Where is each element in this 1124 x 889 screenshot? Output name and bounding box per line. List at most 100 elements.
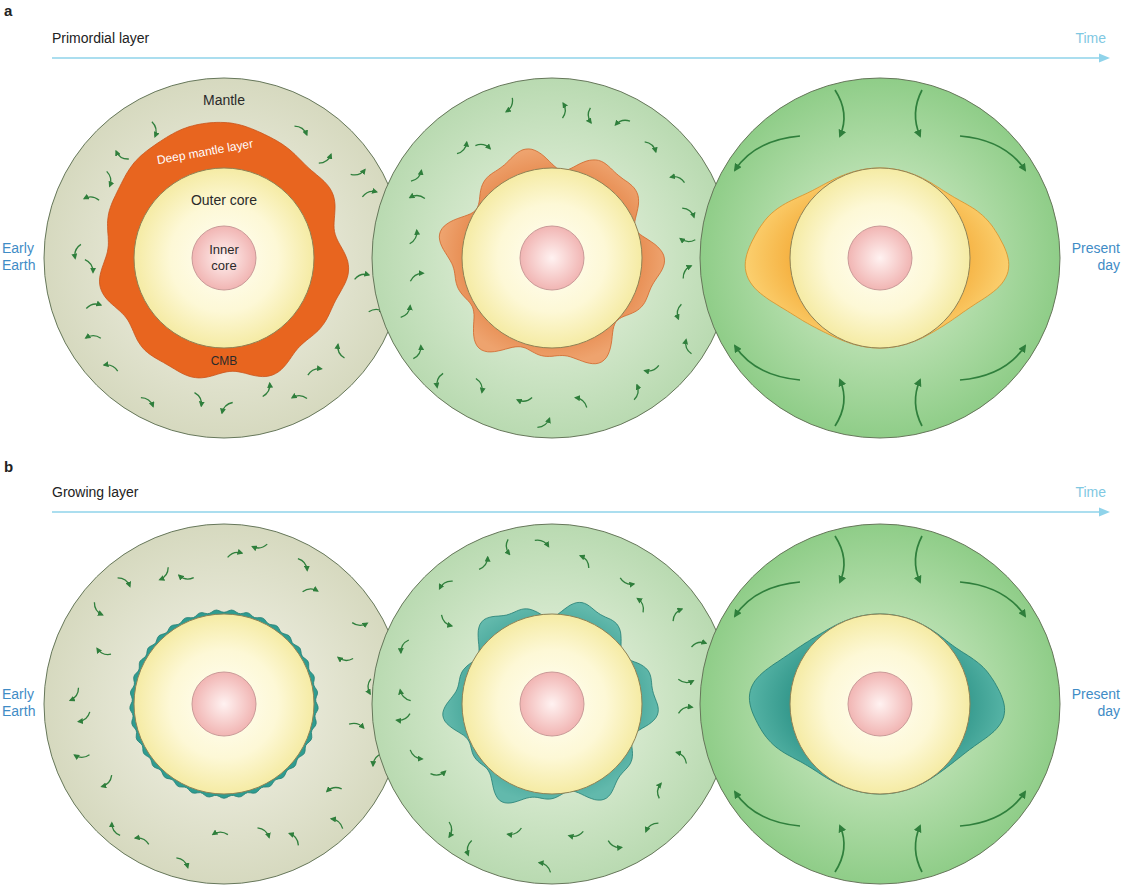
flow-arrow bbox=[437, 373, 443, 387]
stage-label: Present day bbox=[1064, 686, 1120, 720]
flow-arrow bbox=[608, 841, 621, 848]
flow-arrow bbox=[440, 581, 453, 588]
flow-arrow bbox=[646, 823, 659, 831]
outer-core-circle bbox=[462, 614, 642, 794]
flow-arrow bbox=[735, 792, 800, 826]
flow-arrow bbox=[634, 385, 638, 400]
flow-arrow bbox=[97, 649, 111, 655]
flow-arrow bbox=[352, 623, 367, 626]
panel-title: Growing layer bbox=[52, 484, 138, 501]
flow-arrow bbox=[258, 828, 270, 838]
stage-label: Early Earth bbox=[2, 686, 44, 720]
node-label: Outer core bbox=[134, 192, 314, 209]
axis-label: Time bbox=[1050, 30, 1106, 47]
panel-title: Primordial layer bbox=[52, 30, 149, 47]
flow-arrow bbox=[506, 98, 512, 112]
flow-arrow bbox=[338, 658, 353, 661]
flow-arrow bbox=[102, 775, 112, 786]
flow-arrow bbox=[677, 304, 681, 319]
flow-arrow bbox=[85, 260, 93, 273]
flow-arrow bbox=[410, 195, 425, 198]
flow-arrow bbox=[349, 723, 364, 728]
flow-arrow bbox=[467, 840, 471, 855]
flow-arrow bbox=[673, 609, 682, 621]
outer-core-circle bbox=[790, 168, 970, 348]
flow-arrow bbox=[176, 858, 187, 868]
flow-arrow bbox=[537, 418, 549, 427]
flow-arrow bbox=[228, 552, 242, 557]
flow-arrow bbox=[620, 578, 634, 584]
flow-arrow bbox=[539, 863, 550, 873]
flow-arrow bbox=[152, 122, 156, 137]
flow-arrow bbox=[78, 712, 89, 722]
flow-arrow bbox=[213, 832, 228, 835]
flow-arrow bbox=[411, 171, 421, 182]
flow-arrow bbox=[517, 398, 532, 402]
flow-arrow bbox=[298, 559, 307, 571]
flow-arrow bbox=[222, 403, 233, 414]
axis-label: Time bbox=[1050, 484, 1106, 501]
flow-arrow bbox=[75, 755, 90, 758]
flow-arrow bbox=[295, 126, 307, 135]
flow-arrow bbox=[476, 379, 482, 393]
flow-arrow bbox=[569, 831, 583, 836]
flow-arrow bbox=[410, 230, 417, 243]
flow-arrow bbox=[141, 398, 153, 407]
flow-arrow bbox=[362, 191, 376, 196]
flow-arrow bbox=[915, 380, 922, 426]
flow-arrow bbox=[442, 615, 452, 626]
inner-core-circle bbox=[520, 672, 584, 736]
deep-layer-shape bbox=[439, 149, 664, 364]
flow-arrow bbox=[638, 599, 644, 613]
inner-core-circle bbox=[192, 226, 256, 290]
flow-arrow bbox=[506, 539, 509, 554]
flow-arrow bbox=[331, 819, 342, 829]
flow-arrow bbox=[479, 557, 488, 569]
flow-arrow bbox=[104, 365, 118, 371]
flow-arrow bbox=[116, 151, 129, 159]
flow-arrow bbox=[735, 136, 800, 170]
flow-arrow bbox=[680, 239, 695, 242]
mantle-circle bbox=[44, 78, 404, 438]
deep-layer-shape bbox=[443, 602, 659, 803]
flow-arrow bbox=[292, 396, 307, 399]
flow-arrow bbox=[678, 679, 693, 682]
time-arrowhead bbox=[1099, 54, 1110, 63]
mantle-region: MantleDeep mantle layerOuter coreInner c… bbox=[44, 78, 404, 438]
flow-arrow bbox=[960, 582, 1025, 616]
flow-arrow bbox=[960, 346, 1025, 380]
boundary-label: CMB bbox=[199, 354, 249, 368]
flow-arrow bbox=[84, 197, 99, 200]
mantle-circle bbox=[372, 524, 732, 884]
mantle-circle bbox=[700, 78, 1060, 438]
flow-arrow bbox=[960, 792, 1025, 826]
flow-arrow bbox=[679, 707, 693, 713]
deep-layer-shape bbox=[130, 610, 318, 798]
deep-layer-shape bbox=[749, 614, 1004, 794]
mantle-circle bbox=[372, 78, 732, 438]
flow-arrow bbox=[401, 640, 409, 653]
inner-core-circle bbox=[848, 672, 912, 736]
flow-arrow bbox=[683, 266, 691, 279]
flow-arrow bbox=[355, 274, 369, 279]
flow-arrow bbox=[960, 136, 1025, 170]
flow-arrow bbox=[475, 144, 490, 148]
flow-arrow bbox=[735, 582, 800, 616]
flow-arrow bbox=[457, 142, 467, 154]
flow-arrow bbox=[160, 567, 168, 579]
flow-arrow bbox=[692, 642, 707, 647]
node-label: Deep mantle layer bbox=[156, 136, 254, 167]
flow-arrow bbox=[401, 306, 411, 318]
flow-arrow bbox=[835, 536, 844, 582]
flow-arrow bbox=[915, 90, 922, 136]
outer-core-circle bbox=[134, 168, 314, 348]
flow-arrow bbox=[413, 346, 421, 359]
flow-arrow bbox=[112, 823, 120, 836]
flow-arrow bbox=[397, 714, 410, 721]
flow-arrow bbox=[658, 784, 661, 799]
flow-arrow bbox=[588, 108, 591, 123]
flow-arrow bbox=[576, 398, 587, 408]
flow-arrow bbox=[915, 826, 922, 872]
